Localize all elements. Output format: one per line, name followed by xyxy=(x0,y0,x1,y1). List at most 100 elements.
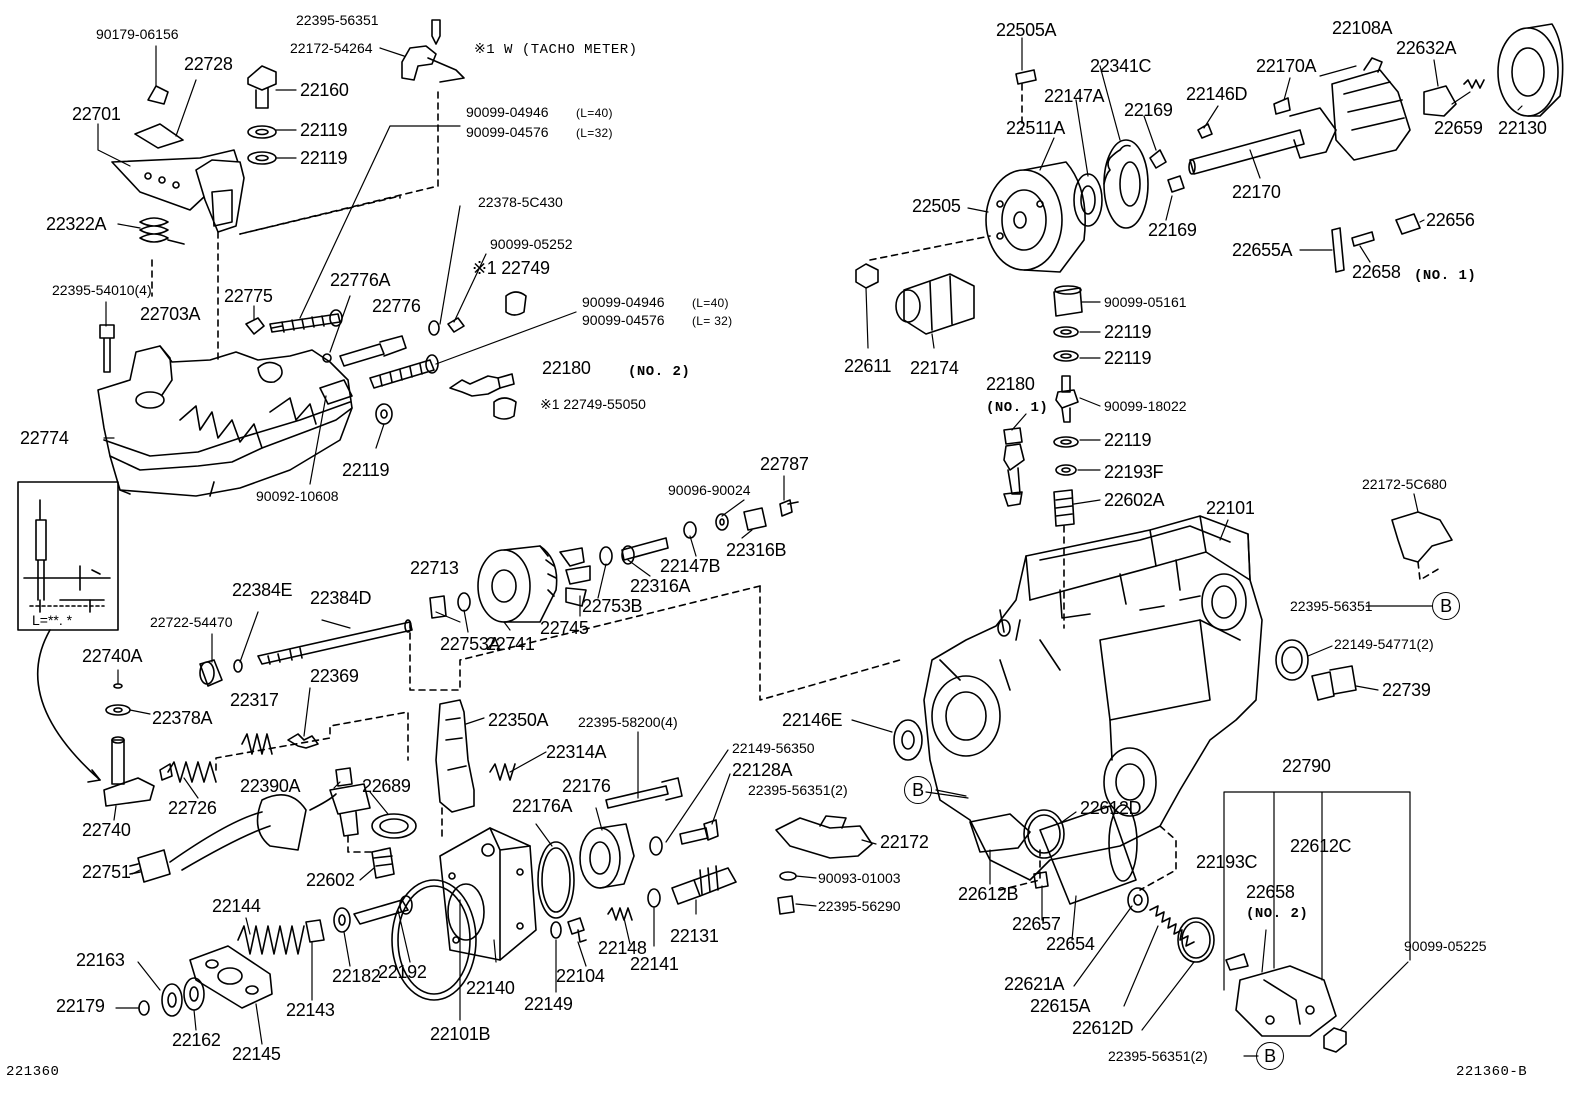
label-22395-56351-top: 22395-56351 xyxy=(296,12,379,28)
label-length-32-a: (L=32) xyxy=(576,126,613,140)
label-22149-56350: 22149-56350 xyxy=(732,740,815,756)
label-22341c: 22341C xyxy=(1090,56,1152,76)
label-22180-no2-tag: (NO. 2) xyxy=(628,364,691,380)
label-22180-no1-tag: (NO. 1) xyxy=(986,400,1049,416)
label-22143: 22143 xyxy=(286,1000,335,1020)
label-22658-no2: 22658 xyxy=(1246,882,1295,902)
label-22612d-b: 22612D xyxy=(1072,1018,1134,1038)
label-22384e: 22384E xyxy=(232,580,293,600)
label-22701: 22701 xyxy=(72,104,121,124)
label-length-32-b: (L= 32) xyxy=(692,314,733,328)
label-22149-54771: 22149-54771(2) xyxy=(1334,636,1434,652)
label-22775: 22775 xyxy=(224,286,273,306)
label-22395-56351-right: 22395-56351 xyxy=(1290,598,1373,614)
label-22350a: 22350A xyxy=(488,710,549,730)
leader-lines xyxy=(97,37,1523,1057)
front-drive-group xyxy=(138,777,873,1017)
label-22689: 22689 xyxy=(362,776,411,796)
main-housing-22101 xyxy=(923,515,1263,891)
label-22703a: 22703A xyxy=(140,304,201,324)
label-22174: 22174 xyxy=(910,358,959,378)
label-22162: 22162 xyxy=(172,1030,221,1050)
label-22145: 22145 xyxy=(232,1044,281,1064)
reference-marker-b-bottom: B xyxy=(1256,1042,1284,1070)
label-22147a: 22147A xyxy=(1044,86,1105,106)
spring-22322a xyxy=(139,217,185,245)
label-22726: 22726 xyxy=(168,798,217,818)
label-22776a: 22776A xyxy=(330,270,391,290)
clip-22172-54264 xyxy=(401,45,437,81)
label-22170: 22170 xyxy=(1232,182,1281,202)
label-22180-no1: 22180 xyxy=(986,374,1035,394)
label-22317: 22317 xyxy=(230,690,279,710)
label-90099-05225: 90099-05225 xyxy=(1404,938,1487,954)
label-22193c: 22193C xyxy=(1196,852,1258,872)
label-22722-54470: 22722-54470 xyxy=(150,614,233,630)
label-22119-c: 22119 xyxy=(342,460,390,480)
label-90099-05252: 90099-05252 xyxy=(490,236,573,252)
label-22612d-a: 22612D xyxy=(1080,798,1142,818)
label-90099-04946-a: 90099-04946 xyxy=(466,104,549,120)
label-length-40-b: (L=40) xyxy=(692,296,729,310)
label-22316b: 22316B xyxy=(726,540,787,560)
label-22740: 22740 xyxy=(82,820,131,840)
label-22749: ※1 22749 xyxy=(472,258,550,278)
label-22141: 22141 xyxy=(630,954,679,974)
label-22169-a: 22169 xyxy=(1124,100,1173,120)
label-22169-b: 22169 xyxy=(1148,220,1197,240)
inset-detail xyxy=(17,481,119,783)
governor-cover-group xyxy=(97,19,527,497)
label-22163: 22163 xyxy=(76,950,125,970)
label-22395-56351-2-bot: 22395-56351(2) xyxy=(1108,1048,1208,1064)
label-22172-54264: 22172-54264 xyxy=(290,40,373,56)
label-22390a: 22390A xyxy=(240,776,301,796)
label-22658-no1-tag: (NO. 1) xyxy=(1414,268,1477,284)
label-22193f: 22193F xyxy=(1104,462,1164,482)
reference-marker-b-mid: B xyxy=(904,776,932,804)
label-22180-no2: 22180 xyxy=(542,358,591,378)
label-22395-56351-2-mid: 22395-56351(2) xyxy=(748,782,848,798)
label-22119-d: 22119 xyxy=(1104,322,1152,342)
label-22632a: 22632A xyxy=(1396,38,1457,58)
label-22147b: 22147B xyxy=(660,556,721,576)
label-22119-e: 22119 xyxy=(1104,348,1152,368)
label-90099-05161: 90099-05161 xyxy=(1104,294,1187,310)
label-22654: 22654 xyxy=(1046,934,1095,954)
label-22776: 22776 xyxy=(372,296,421,316)
label-22657: 22657 xyxy=(1012,914,1061,934)
label-22658-no1: 22658 xyxy=(1352,262,1401,282)
label-tacho-meter-note: ※1 W (TACHO METER) xyxy=(474,42,638,58)
nut-90179 xyxy=(147,85,169,105)
label-22739: 22739 xyxy=(1382,680,1431,700)
label-22741: 22741 xyxy=(486,634,535,654)
label-22182: 22182 xyxy=(332,966,381,986)
label-22751: 22751 xyxy=(82,862,131,882)
label-22146d: 22146D xyxy=(1186,84,1248,104)
label-22119-f: 22119 xyxy=(1104,430,1152,450)
diagram-code-left: 221360 xyxy=(6,1064,60,1080)
label-22753b: 22753B xyxy=(582,596,643,616)
label-22612c: 22612C xyxy=(1290,836,1352,856)
label-90093-01003: 90093-01003 xyxy=(818,870,901,886)
label-22316a: 22316A xyxy=(630,576,691,596)
label-22790: 22790 xyxy=(1282,756,1331,776)
label-22713: 22713 xyxy=(410,558,459,578)
label-22172-5c680: 22172-5C680 xyxy=(1362,476,1447,492)
label-22740a: 22740A xyxy=(82,646,143,666)
label-90179-06156: 90179-06156 xyxy=(96,26,179,42)
label-22749-55050: ※1 22749-55050 xyxy=(540,396,646,412)
label-22602a: 22602A xyxy=(1104,490,1165,510)
drive-pulley-group xyxy=(985,23,1564,273)
label-22146e: 22146E xyxy=(782,710,843,730)
label-22128a: 22128A xyxy=(732,760,793,780)
label-22179: 22179 xyxy=(56,996,105,1016)
label-90099-18022: 90099-18022 xyxy=(1104,398,1187,414)
label-22378-5c430: 22378-5C430 xyxy=(478,194,563,210)
label-22314a: 22314A xyxy=(546,742,607,762)
governor-shaft-group xyxy=(199,499,901,701)
label-22395-58200: 22395-58200(4) xyxy=(578,714,678,730)
label-22170a: 22170A xyxy=(1256,56,1317,76)
label-22753a: 22753A xyxy=(440,634,501,654)
label-22176: 22176 xyxy=(562,776,611,796)
label-22130: 22130 xyxy=(1498,118,1547,138)
